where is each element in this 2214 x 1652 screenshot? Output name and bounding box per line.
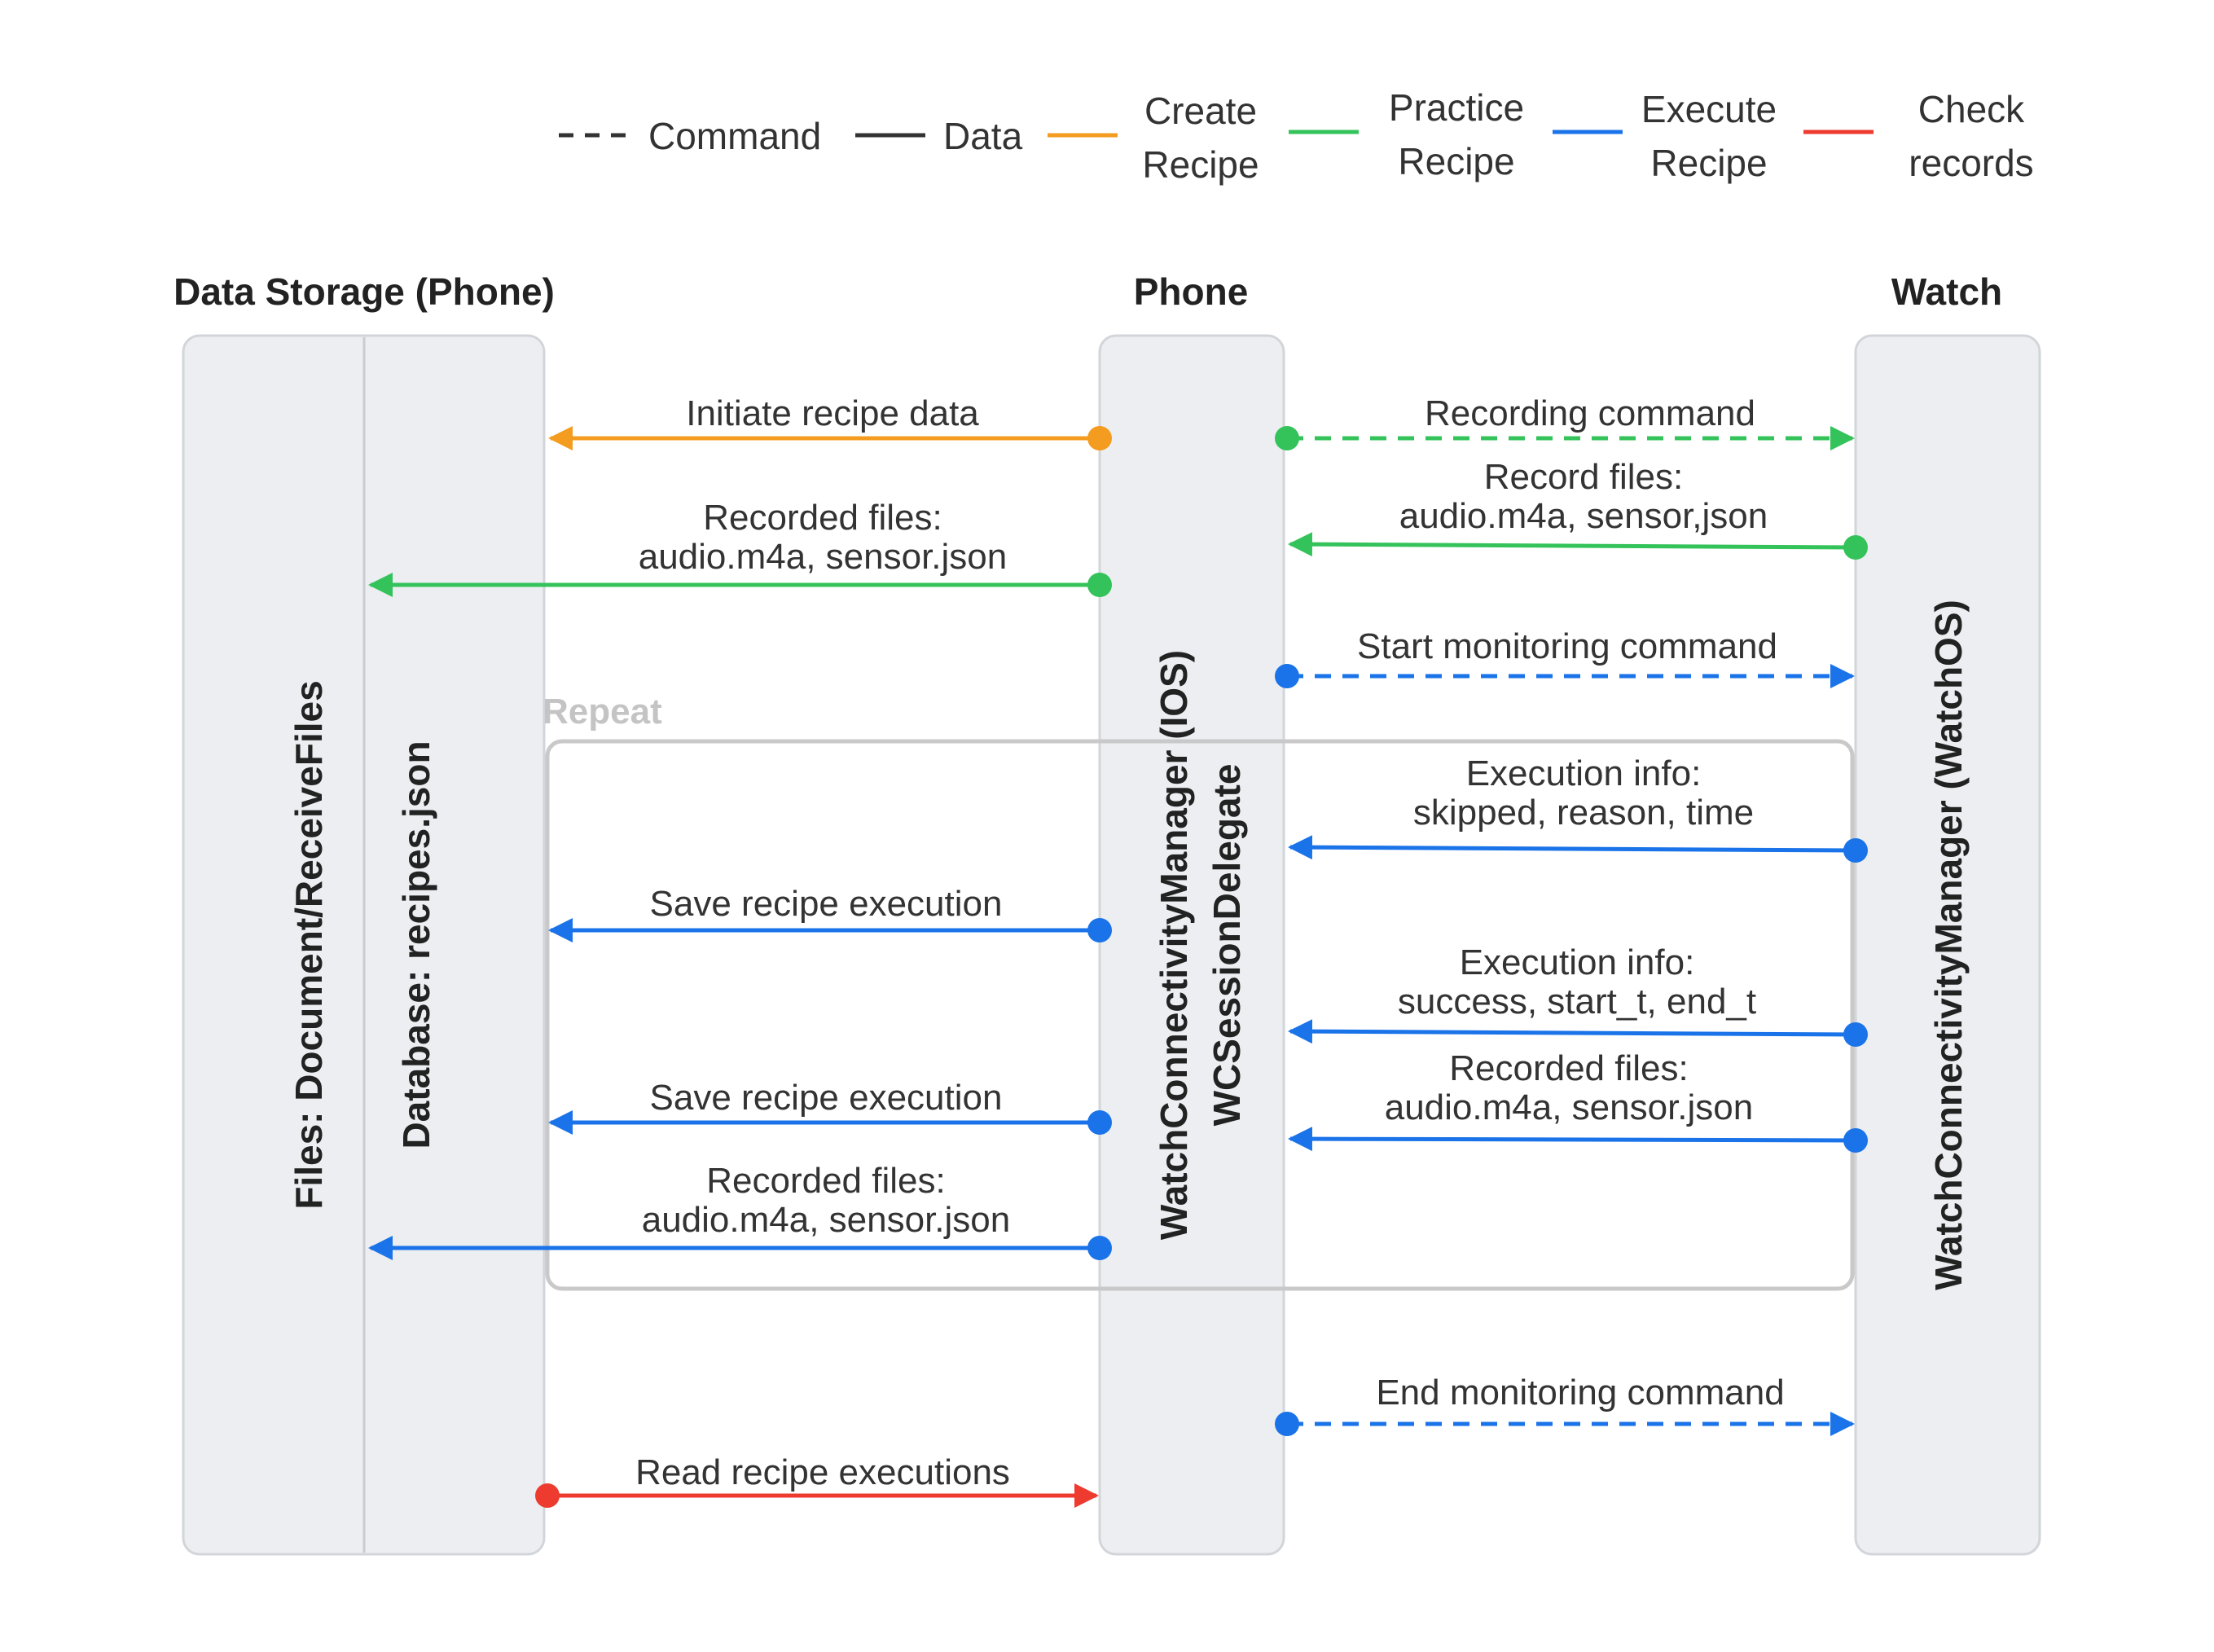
- message-start-dot: [1275, 426, 1299, 450]
- message-label-line: Recorded files:: [1449, 1048, 1688, 1088]
- message-label-line: Read recipe executions: [635, 1452, 1010, 1492]
- storage-lane-heading: Data Storage (Phone): [174, 270, 555, 313]
- legend-label-create-line2: Recipe: [1142, 143, 1259, 186]
- legend-label-command: Command: [648, 115, 821, 157]
- message-label-line: Save recipe execution: [650, 884, 1003, 924]
- message-start-dot: [535, 1483, 560, 1508]
- message-start-dot: [1087, 1110, 1112, 1135]
- message-label-line: Initiate recipe data: [686, 393, 979, 433]
- legend: Command Data Create Recipe Practice Reci…: [559, 86, 2034, 186]
- message-label-line: audio.m4a, sensor,json: [1399, 496, 1768, 536]
- message-2: Recording command: [1275, 393, 1855, 450]
- message-9: Save recipe execution: [548, 1078, 1112, 1135]
- message-label-line: Recorded files:: [703, 498, 942, 538]
- message-label-line: Execution info:: [1460, 942, 1695, 982]
- legend-item-command: Command: [559, 115, 821, 157]
- files-storage-label: Files: Document/ReceiveFiles: [288, 680, 330, 1209]
- watch-manager-label: WatchConnectivityManager (WatchOS): [1927, 600, 1970, 1290]
- message-start-dot: [1275, 664, 1299, 688]
- message-start-dot: [1843, 1128, 1868, 1153]
- legend-label-data: Data: [943, 115, 1023, 157]
- legend-label-practice-line2: Recipe: [1398, 140, 1514, 182]
- message-label-line: Recorded files:: [706, 1161, 945, 1201]
- message-start-dot: [1843, 535, 1868, 560]
- message-label-line: Start monitoring command: [1357, 626, 1777, 666]
- message-start-dot: [1087, 573, 1112, 597]
- message-start-dot: [1843, 838, 1868, 863]
- message-label-line: audio.m4a, sensor.json: [642, 1200, 1011, 1240]
- legend-label-check-line2: records: [1909, 142, 2033, 184]
- message-label-line: audio.m4a, sensor.json: [1385, 1087, 1754, 1127]
- legend-item-practice-recipe: Practice Recipe: [1289, 86, 1524, 182]
- watch-lane: WatchConnectivityManager (WatchOS): [1854, 334, 2041, 1556]
- legend-item-create-recipe: Create Recipe: [1048, 90, 1259, 186]
- message-start-dot: [1843, 1022, 1868, 1047]
- repeat-frame: Repeat: [543, 692, 1855, 1291]
- phone-lane-heading: Phone: [1134, 270, 1249, 313]
- message-arrow: [1288, 532, 1856, 557]
- message-label-line: Record files:: [1484, 457, 1684, 497]
- message-12: End monitoring command: [1275, 1373, 1855, 1436]
- phone-manager-label: WatchConnectivityManager (IOS): [1153, 650, 1195, 1240]
- message-label-line: skipped, reason, time: [1413, 793, 1754, 833]
- legend-item-execute-recipe: Execute Recipe: [1553, 88, 1777, 184]
- message-arrow: [1288, 1127, 1856, 1152]
- legend-label-create-line1: Create: [1144, 90, 1257, 132]
- message-label-line: Save recipe execution: [650, 1078, 1003, 1118]
- legend-label-execute-line1: Execute: [1641, 88, 1777, 130]
- storage-lane: Files: Document/ReceiveFiles Database: r…: [182, 334, 546, 1556]
- message-13: Read recipe executions: [535, 1452, 1099, 1508]
- message-1: Initiate recipe data: [548, 393, 1112, 450]
- legend-label-execute-line2: Recipe: [1650, 142, 1767, 184]
- message-3: Record files:audio.m4a, sensor,json: [1288, 457, 1868, 560]
- repeat-label: Repeat: [543, 692, 662, 732]
- message-label-line: End monitoring command: [1376, 1373, 1784, 1413]
- phone-lane-box: [1098, 334, 1285, 1556]
- legend-label-practice-line1: Practice: [1389, 86, 1524, 129]
- legend-item-check-records: Check records: [1803, 88, 2034, 184]
- message-label-line: Execution info:: [1466, 754, 1702, 793]
- message-start-dot: [1087, 918, 1112, 942]
- message-8: Execution info:success, start_t, end_t: [1288, 942, 1868, 1047]
- database-storage-label: Database: recipes.json: [395, 740, 437, 1149]
- message-arrow: [1288, 1019, 1856, 1044]
- message-5: Start monitoring command: [1275, 626, 1855, 688]
- message-arrow: [1288, 835, 1856, 860]
- message-4: Recorded files:audio.m4a, sensor.json: [368, 498, 1112, 597]
- message-start-dot: [1275, 1412, 1299, 1436]
- phone-lane: WatchConnectivityManager (IOS) WCSession…: [1098, 334, 1285, 1556]
- watch-lane-heading: Watch: [1891, 270, 2002, 313]
- message-6: Execution info:skipped, reason, time: [1288, 754, 1868, 863]
- watch-lane-box: [1854, 334, 2041, 1556]
- message-label-line: success, start_t, end_t: [1398, 982, 1756, 1022]
- legend-item-data: Data: [855, 115, 1023, 157]
- message-label-line: Recording command: [1425, 393, 1755, 433]
- legend-label-check-line1: Check: [1918, 88, 2025, 130]
- message-start-dot: [1087, 1236, 1112, 1260]
- message-7: Save recipe execution: [548, 884, 1112, 942]
- message-label-line: audio.m4a, sensor.json: [639, 537, 1008, 577]
- messages: Initiate recipe data Recording commandRec…: [368, 393, 1868, 1508]
- phone-delegate-label: WCSessionDelegate: [1206, 764, 1248, 1127]
- message-start-dot: [1087, 426, 1112, 450]
- message-11: Recorded files:audio.m4a, sensor.json: [368, 1161, 1112, 1260]
- repeat-frame-box: [545, 739, 1855, 1291]
- message-10: Recorded files:audio.m4a, sensor.json: [1288, 1048, 1868, 1153]
